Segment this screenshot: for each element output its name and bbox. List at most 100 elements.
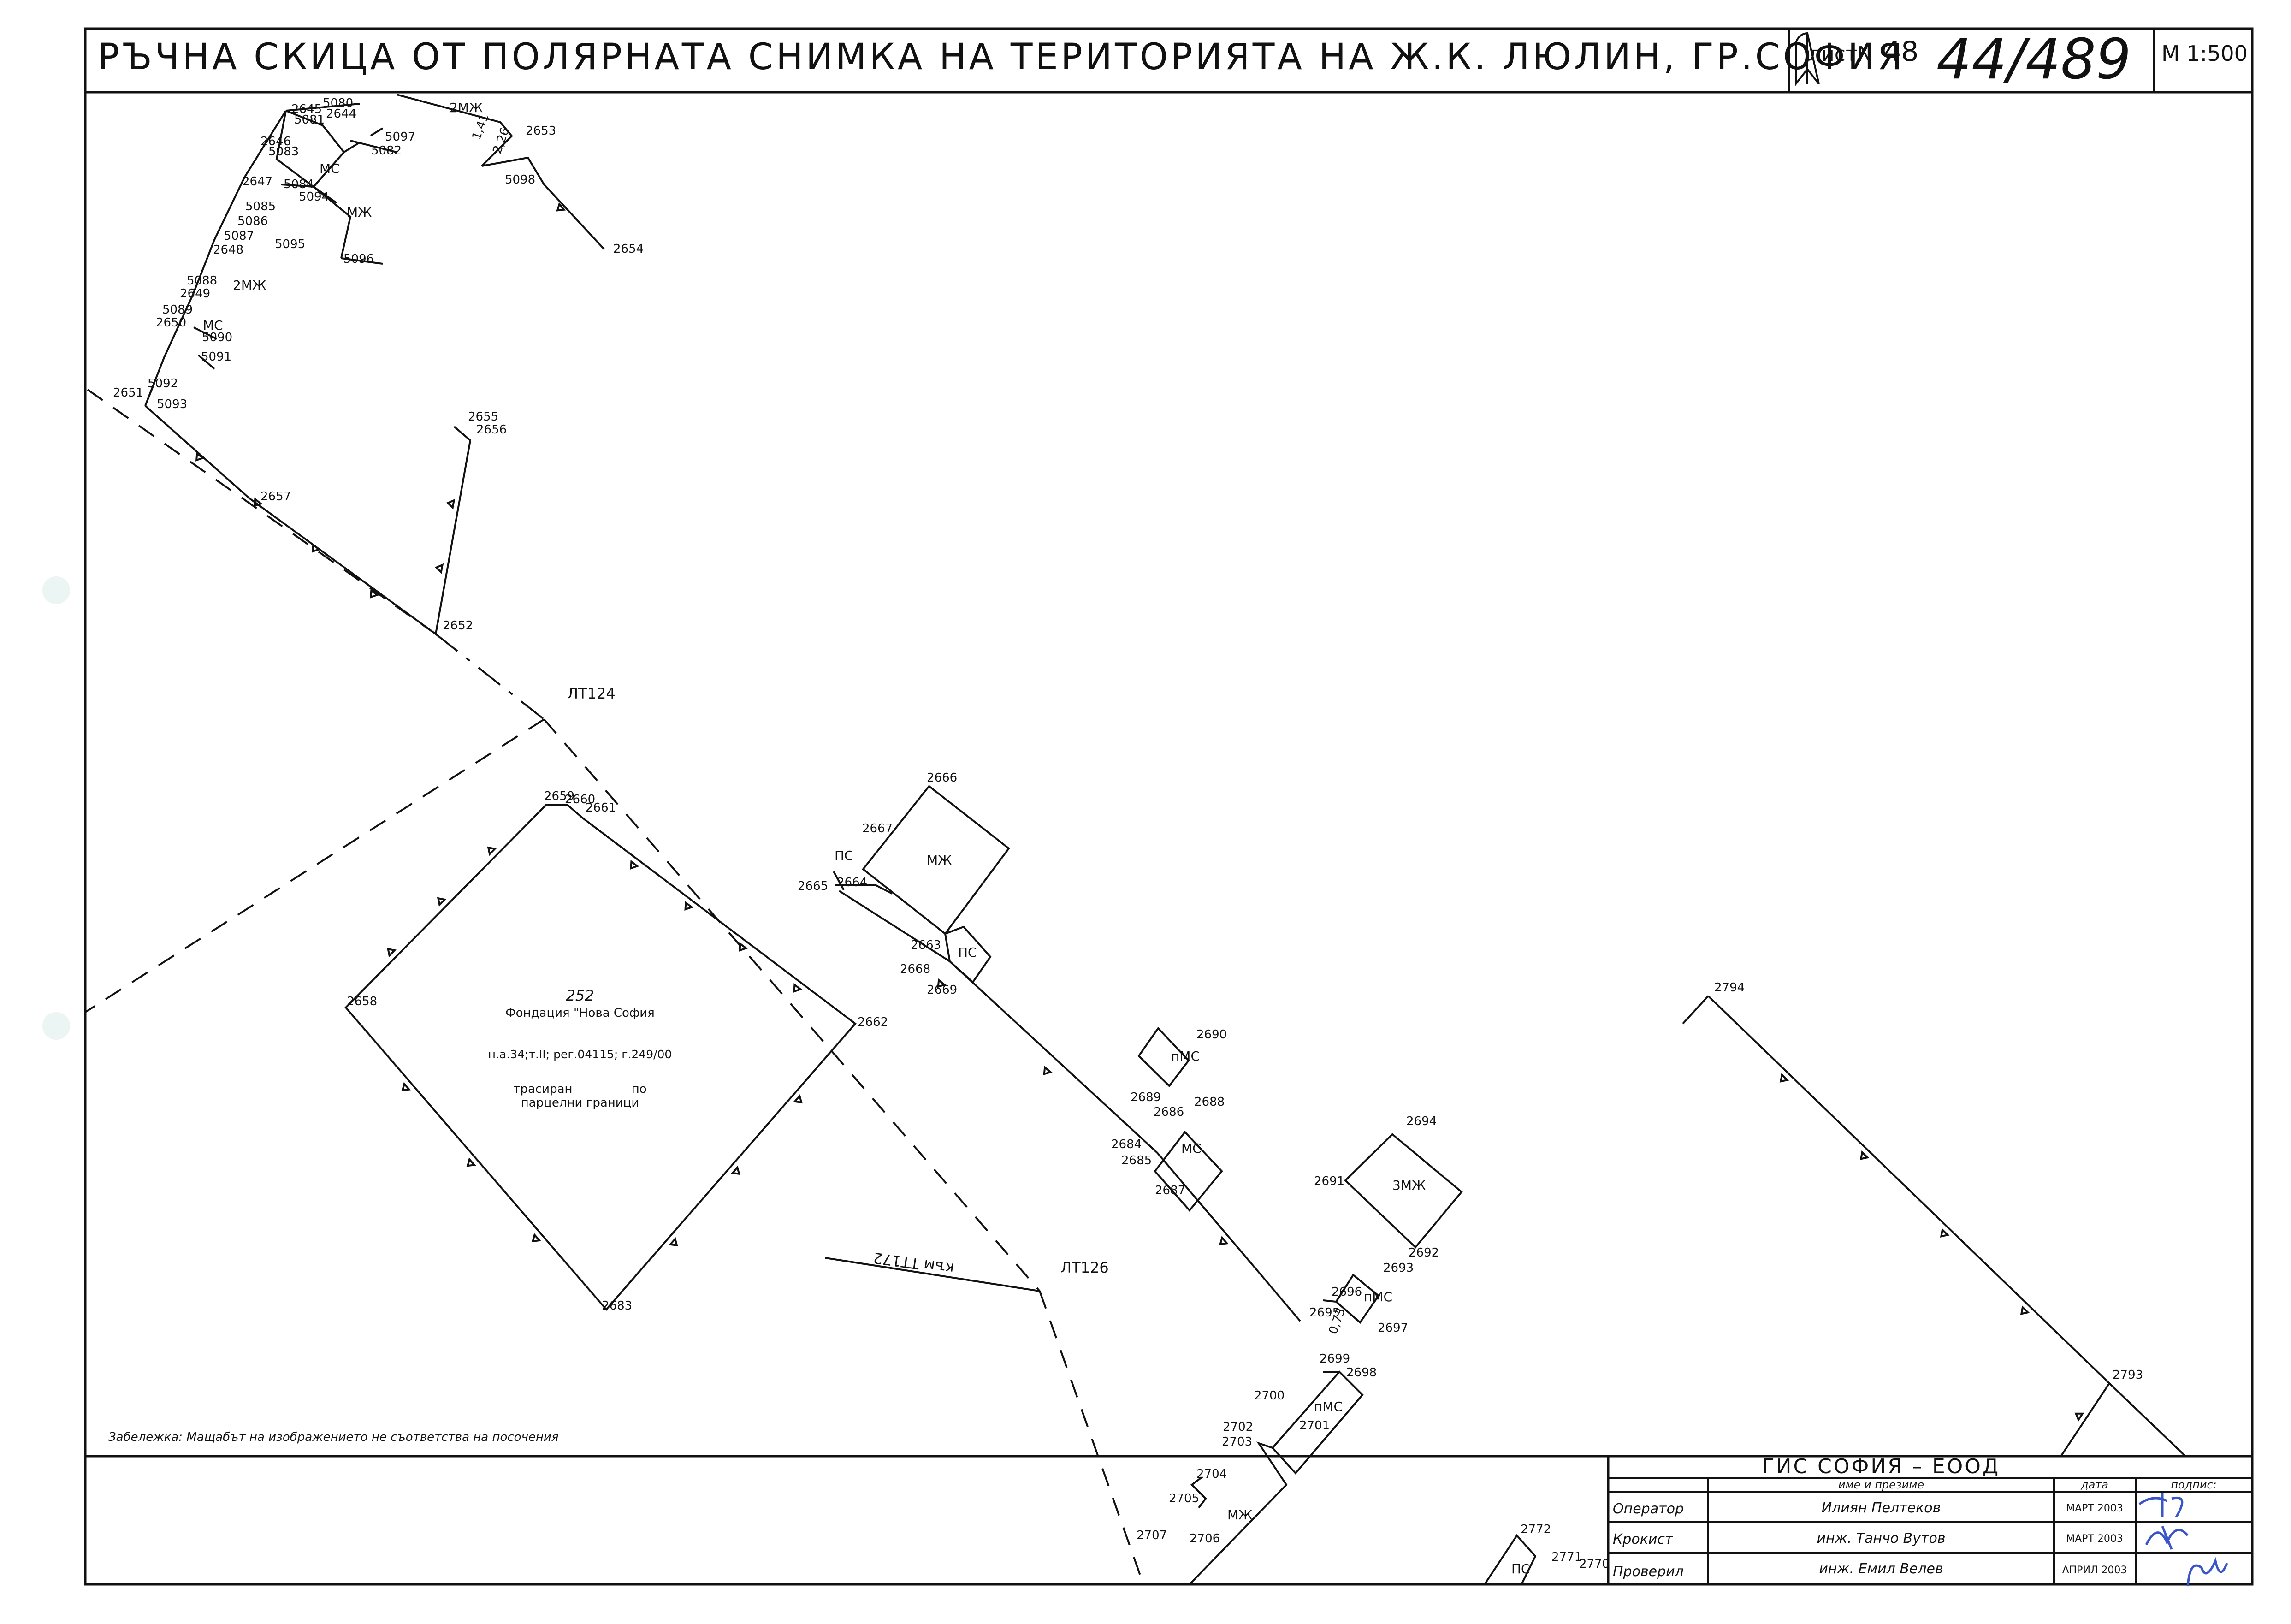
building-label: МС bbox=[203, 318, 223, 333]
point-label: 5092 bbox=[148, 377, 178, 391]
direction-tick bbox=[387, 948, 397, 958]
point-label: 2691 bbox=[1314, 1174, 1344, 1188]
building-label: МЖ bbox=[927, 853, 952, 868]
point-label: 2689 bbox=[1131, 1091, 1161, 1104]
point-label: 2688 bbox=[1194, 1095, 1225, 1109]
direction-tick bbox=[311, 543, 321, 553]
sheet-title: РЪЧНА СКИЦА ОТ ПОЛЯРНАТА СНИМКА НА ТЕРИТ… bbox=[98, 36, 1905, 78]
point-label: 2646 bbox=[260, 135, 291, 148]
direction-tick bbox=[1043, 1065, 1053, 1075]
point-label: 2700 bbox=[1254, 1389, 1285, 1403]
point-label: 2665 bbox=[798, 879, 828, 893]
point-label: 5096 bbox=[343, 252, 374, 266]
direction-tick bbox=[446, 498, 456, 510]
point-label: 2667 bbox=[862, 822, 893, 836]
direction-tick bbox=[1779, 1073, 1789, 1083]
point-label: 2668 bbox=[900, 962, 930, 976]
point-label: 2644 bbox=[326, 107, 356, 121]
point-label: 2683 bbox=[602, 1299, 632, 1313]
building-label: 3МЖ bbox=[1392, 1178, 1426, 1193]
point-label: 2793 bbox=[2113, 1368, 2143, 1382]
point-label: 2772 bbox=[1521, 1523, 1551, 1536]
direction-tick bbox=[556, 202, 566, 212]
direction-tick bbox=[937, 978, 947, 988]
point-label: 2695 bbox=[1309, 1306, 1340, 1320]
point-label: 2697 bbox=[1378, 1321, 1408, 1335]
point-label: 2647 bbox=[242, 175, 272, 189]
parcel-deed: н.а.34;т.II; рег.04115; г.249/00 bbox=[488, 1048, 672, 1061]
point-label: 2771 bbox=[1551, 1550, 1582, 1564]
direction-tick bbox=[739, 942, 748, 952]
direction-tick bbox=[531, 1233, 541, 1243]
direction-tick bbox=[2020, 1305, 2030, 1315]
point-label: 2706 bbox=[1190, 1532, 1220, 1546]
signature-checker bbox=[2186, 1557, 2228, 1587]
parcel-252-boundary bbox=[344, 804, 857, 1311]
point-label: 5098 bbox=[505, 173, 535, 187]
point-label: 5086 bbox=[237, 214, 268, 228]
point-label: 5090 bbox=[202, 331, 232, 344]
direction-tick bbox=[1219, 1236, 1229, 1245]
point-label: 2698 bbox=[1346, 1366, 1377, 1380]
date-checker: АПРИЛ 2003 bbox=[2062, 1565, 2127, 1576]
building-label: ПС bbox=[835, 848, 853, 863]
point-label: 2663 bbox=[911, 938, 941, 952]
station-label: ЛТ126 bbox=[1060, 1259, 1109, 1276]
point-label: 2660 bbox=[565, 793, 595, 806]
point-label: 2687 bbox=[1155, 1184, 1185, 1197]
direction-tick bbox=[793, 983, 803, 993]
binder-hole bbox=[42, 576, 70, 604]
building-label: МЖ bbox=[1227, 1507, 1252, 1523]
point-label: 2653 bbox=[526, 124, 556, 138]
point-label: 5082 bbox=[371, 144, 402, 158]
measure-label: 1,41 bbox=[469, 112, 491, 142]
point-label: 5081 bbox=[294, 113, 325, 127]
point-label: 5097 bbox=[385, 130, 415, 144]
point-label: 2694 bbox=[1406, 1114, 1437, 1128]
point-label: 2659 bbox=[544, 789, 574, 803]
point-label: 5084 bbox=[284, 178, 314, 191]
building-label: МС bbox=[1181, 1141, 1202, 1156]
direction-tick bbox=[253, 497, 263, 507]
point-label: 2693 bbox=[1383, 1261, 1414, 1275]
role-sketcher: Крокист bbox=[1613, 1531, 1674, 1547]
point-label: 5080 bbox=[323, 96, 353, 110]
point-label: 2703 bbox=[1222, 1435, 1252, 1449]
signature-sketcher bbox=[2145, 1526, 2189, 1550]
direction-tick bbox=[1940, 1228, 1950, 1238]
building-label: пМС bbox=[1314, 1399, 1343, 1414]
line-direction-ticks bbox=[195, 202, 2084, 1422]
point-label: 2661 bbox=[586, 801, 616, 815]
middle-lines bbox=[833, 785, 1463, 1324]
column-header-date: дата bbox=[2080, 1478, 2108, 1491]
top-left-lines bbox=[144, 94, 605, 635]
point-label: 2701 bbox=[1299, 1419, 1330, 1433]
signature-operator bbox=[2138, 1493, 2184, 1518]
name-operator: Илиян Пелтеков bbox=[1822, 1500, 1941, 1516]
point-label: 2704 bbox=[1196, 1467, 1227, 1481]
direction-tick bbox=[668, 1237, 678, 1247]
point-label: 2685 bbox=[1121, 1154, 1152, 1168]
point-label: 5095 bbox=[275, 237, 305, 251]
point-label: 2645 bbox=[291, 102, 322, 116]
company-name: ГИС СОФИЯ – ЕООД bbox=[1762, 1455, 2001, 1478]
point-label: 5085 bbox=[245, 200, 276, 213]
direction-tick bbox=[434, 563, 444, 574]
right-boundary-line bbox=[1682, 995, 2186, 1457]
point-label: 2707 bbox=[1137, 1529, 1167, 1542]
point-label: 2650 bbox=[156, 316, 186, 330]
sheet-number: 48 bbox=[1883, 36, 1918, 68]
direction-tick bbox=[2074, 1412, 2084, 1422]
building-label: ПС bbox=[958, 945, 977, 960]
role-checker: Проверил bbox=[1613, 1564, 1684, 1580]
building-label: 2МЖ bbox=[450, 100, 483, 115]
direction-tick bbox=[195, 451, 205, 462]
point-label: 5094 bbox=[299, 190, 329, 204]
point-label: 2705 bbox=[1169, 1492, 1199, 1505]
point-label: 2656 bbox=[476, 423, 507, 437]
point-label: 2655 bbox=[468, 410, 498, 424]
parcel-number: 252 bbox=[566, 987, 594, 1004]
direction-tick bbox=[684, 901, 694, 911]
north-arrow-icon bbox=[1795, 32, 1820, 87]
point-label: 2692 bbox=[1409, 1246, 1439, 1260]
